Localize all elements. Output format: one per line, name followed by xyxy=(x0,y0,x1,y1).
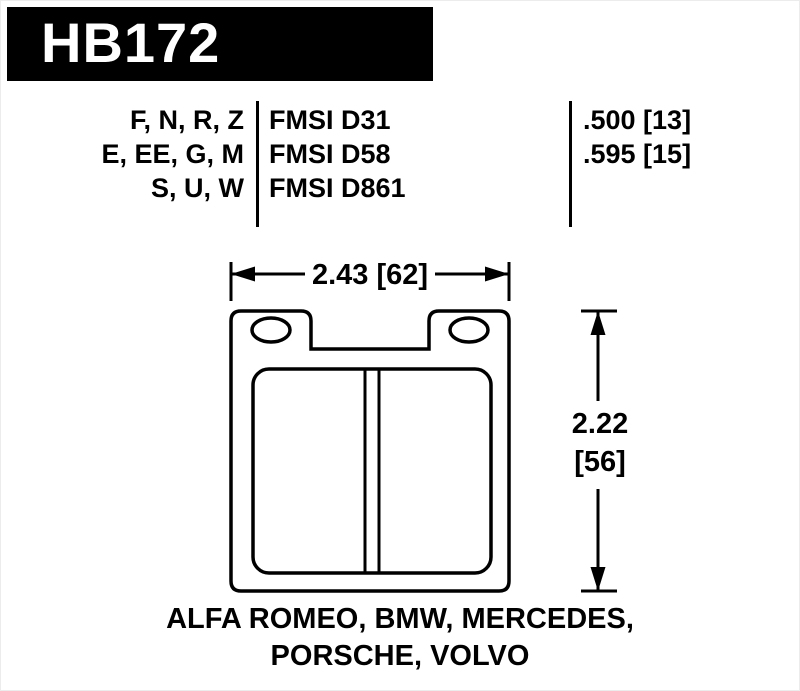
part-number: HB172 xyxy=(41,11,221,74)
pad-outline xyxy=(229,309,511,593)
brake-pad-drawing: 2.43 [62] 2.22 [56] xyxy=(229,259,628,593)
height-dimension-label-inches: 2.22 xyxy=(572,408,628,440)
spec-table-row: F, N, R, Z FMSI D31 .500 [13] xyxy=(1,103,799,137)
width-arrow-right-icon xyxy=(485,266,509,282)
fmsi-number: FMSI D861 xyxy=(269,173,406,203)
part-number-banner: HB172 xyxy=(7,7,433,81)
height-dimension-label-mm: [56] xyxy=(574,446,626,478)
compound-codes: F, N, R, Z xyxy=(130,105,244,135)
friction-surface xyxy=(251,367,493,575)
table-divider-right xyxy=(569,101,572,227)
fmsi-number: FMSI D31 xyxy=(269,105,391,135)
height-arrow-up-icon xyxy=(590,311,606,335)
spec-table-row: E, EE, G, M FMSI D58 .595 [15] xyxy=(1,137,799,171)
vehicle-applications: ALFA ROMEO, BMW, MERCEDES, PORSCHE, VOLV… xyxy=(1,601,799,675)
mounting-hole-left xyxy=(250,316,292,344)
applications-line-1: ALFA ROMEO, BMW, MERCEDES, xyxy=(166,603,634,635)
pad-thickness: .500 [13] xyxy=(583,105,692,135)
width-arrow-left-icon xyxy=(231,266,255,282)
width-dimension-label: 2.43 [62] xyxy=(312,259,428,291)
fmsi-number: FMSI D58 xyxy=(269,139,391,169)
mounting-hole-right xyxy=(448,316,490,344)
table-divider-left xyxy=(256,101,259,227)
applications-line-2: PORSCHE, VOLVO xyxy=(270,640,530,672)
compound-codes: S, U, W xyxy=(151,173,244,203)
spec-table-row: S, U, W FMSI D861 xyxy=(1,171,799,205)
height-arrow-down-icon xyxy=(590,567,606,591)
compound-codes: E, EE, G, M xyxy=(101,139,244,169)
pad-thickness: .595 [15] xyxy=(583,139,692,169)
